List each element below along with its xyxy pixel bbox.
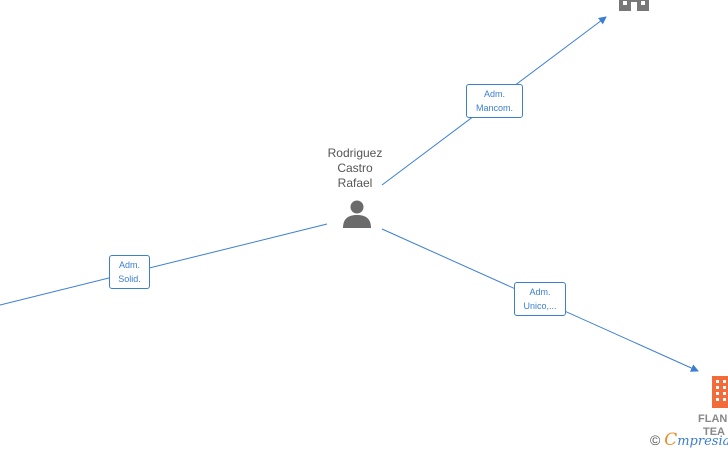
- person-name-line: Rafael: [337, 176, 373, 190]
- person-name[interactable]: Rodriguez Castro Rafael: [310, 146, 400, 191]
- edge-label-bottom-right[interactable]: Adm. Unico,...: [514, 282, 566, 316]
- person-name-line: Castro: [337, 161, 373, 175]
- brand-logo-initial: C: [664, 430, 678, 450]
- edge-label-line: Solid.: [118, 274, 141, 284]
- edge-label-line: Unico,...: [523, 301, 557, 311]
- edge-label-left[interactable]: Adm. Solid.: [109, 255, 150, 289]
- person-name-line: Rodriguez: [327, 146, 383, 160]
- edge-label-line: Mancom.: [475, 103, 513, 113]
- company-name[interactable]: FLAN TEA: [698, 413, 727, 439]
- edge-line-left: [0, 223, 328, 306]
- copyright-icon: ©: [650, 432, 661, 448]
- building-icon[interactable]: [712, 376, 728, 408]
- company-name-line: FLAN: [698, 413, 728, 425]
- brand-logo-text: mpresia: [677, 434, 728, 449]
- edge-label-top-right[interactable]: Adm. Mancom.: [466, 84, 523, 118]
- building-icon[interactable]: [619, 0, 649, 11]
- edge-label-line: Adm.: [118, 260, 140, 270]
- person-icon[interactable]: [343, 200, 371, 229]
- company-name-line: TEA: [703, 426, 725, 438]
- edge-label-line: Adm.: [483, 89, 505, 99]
- watermark: © Cmpresia: [650, 430, 728, 450]
- edge-label-line: Adm.: [529, 287, 551, 297]
